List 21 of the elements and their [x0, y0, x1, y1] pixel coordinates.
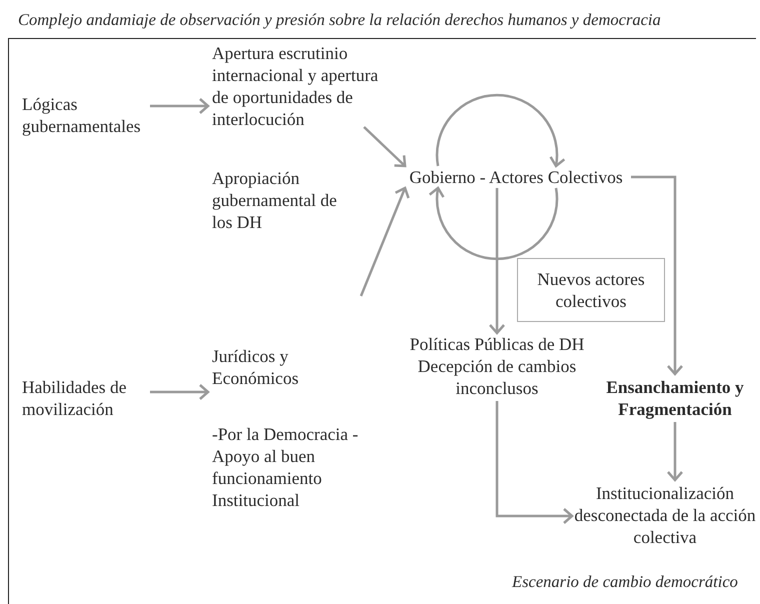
- text-box: Nuevos actores colectivos: [517, 258, 665, 322]
- arrow: [496, 401, 574, 524]
- node-text: Jurídicos y Económicos: [212, 345, 332, 389]
- node-text: Apropiación gubernamental de los DH: [212, 167, 347, 233]
- arrow: [488, 188, 506, 334]
- node-text: Apertura escrutinio internacional y apertura de oportunidades de interlocución: [212, 42, 387, 130]
- node-text: Habilidades de movilización: [22, 376, 150, 420]
- arrow: [363, 126, 406, 168]
- node-text: Gobierno - Actores Colectivos: [405, 166, 627, 188]
- arrow: [360, 186, 410, 296]
- node-text: Institucionalización desconectada de la acción colectiva: [574, 482, 756, 548]
- arrow: [436, 94, 566, 168]
- node-text: -Por la Democracia - Apoyo al buen funcionamiento Institucional: [212, 423, 382, 511]
- arrow: [666, 422, 684, 482]
- arrow: [150, 98, 210, 114]
- arrow: [428, 186, 558, 260]
- node-text: Lógicas gubernamentales: [22, 93, 150, 137]
- arrow: [150, 384, 210, 400]
- diagram-title: Complejo andamiaje de observación y presión sobre la relación derechos humanos y democracia: [18, 10, 661, 30]
- arrow: [631, 176, 684, 376]
- scenario-note: Escenario de cambio democrático: [512, 572, 738, 592]
